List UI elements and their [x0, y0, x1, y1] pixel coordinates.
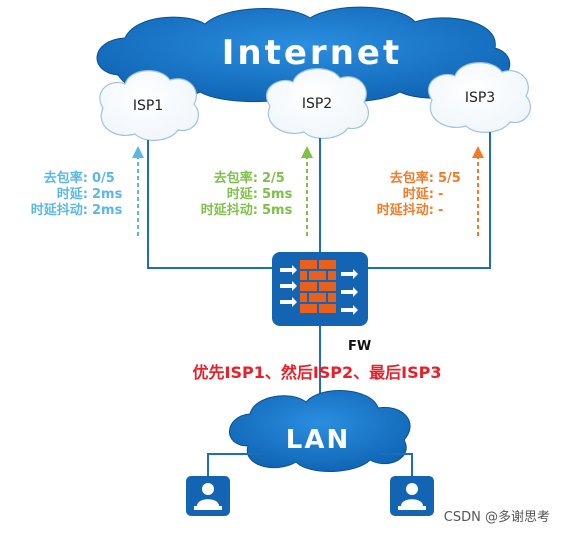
isp3-jitter-value: -	[438, 203, 443, 218]
isp3-delay-value: -	[438, 187, 443, 202]
link-lan-pc-left	[207, 453, 262, 476]
isp3-jitter-label: 时延抖动:	[377, 202, 434, 218]
firewall-device	[272, 252, 368, 326]
isp1-loss-label: 去包率:	[44, 170, 88, 186]
isp2-delay-value: 5ms	[262, 187, 293, 202]
isp2-cloud: ISP2	[266, 68, 369, 139]
isp-links	[147, 132, 491, 402]
pc-left	[186, 476, 230, 516]
probe-arrowhead-isp2	[301, 146, 313, 158]
isp1-delay-value: 2ms	[92, 187, 123, 202]
internet-cloud: Internet	[96, 6, 511, 103]
firewall-label: FW	[348, 339, 371, 354]
firewall-arrows-icon	[280, 265, 358, 315]
probe-arrows	[132, 146, 484, 236]
isp1-jitter-label: 时延抖动:	[31, 202, 88, 218]
isp2-loss-label: 去包率:	[214, 170, 258, 186]
isp2-jitter-label: 时延抖动:	[201, 202, 258, 218]
isp2-metrics: 去包率: 2/5 时延: 5ms 时延抖动: 5ms	[201, 170, 293, 218]
internet-label: Internet	[222, 33, 402, 73]
firewall-bricks	[300, 260, 336, 313]
isp2-jitter-value: 5ms	[262, 203, 293, 218]
isp1-metrics: 去包率: 0/5 时延: 2ms 时延抖动: 2ms	[31, 170, 123, 218]
isp2-loss-value: 2/5	[262, 171, 285, 186]
lan-label: LAN	[286, 425, 350, 455]
link-isp3-fw	[368, 132, 491, 269]
isp2-delay-label: 时延:	[227, 186, 258, 202]
strategy-text: 优先ISP1、然后ISP2、最后ISP3	[192, 363, 441, 382]
isp3-loss-value: 5/5	[438, 171, 461, 186]
isp3-delay-label: 时延:	[403, 186, 434, 202]
lan-cloud: LAN	[229, 390, 411, 472]
pc-right	[390, 476, 434, 516]
lan-links	[207, 453, 413, 476]
isp2-label: ISP2	[302, 96, 332, 112]
probe-arrowhead-isp1	[132, 146, 144, 158]
isp3-metrics: 去包率: 5/5 时延: - 时延抖动: -	[377, 170, 461, 218]
link-lan-pc-right	[380, 453, 413, 476]
isp1-jitter-value: 2ms	[92, 203, 123, 218]
isp3-loss-label: 去包率:	[390, 170, 434, 186]
link-isp1-fw	[147, 140, 272, 269]
isp1-loss-value: 0/5	[92, 171, 115, 186]
isp3-label: ISP3	[465, 90, 495, 106]
isp3-cloud: ISP3	[428, 62, 531, 133]
isp1-label: ISP1	[133, 98, 163, 114]
watermark: CSDN @多谢思考	[444, 509, 550, 525]
isp1-delay-label: 时延:	[57, 186, 88, 202]
isp1-cloud: ISP1	[99, 70, 199, 141]
probe-arrowhead-isp3	[472, 146, 484, 158]
